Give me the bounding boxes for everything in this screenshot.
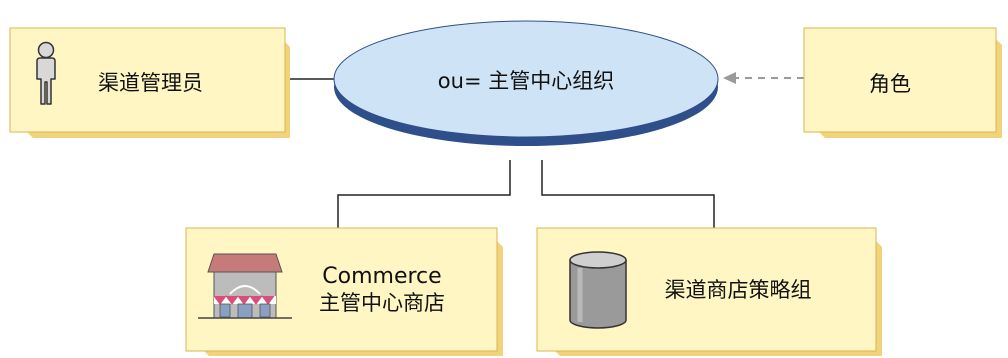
- center-node-label: ou= 主管中心组织: [438, 69, 614, 93]
- role-node: 角色: [803, 27, 1002, 138]
- admin-node: 渠道管理员: [9, 27, 290, 138]
- store-node-label-line2: 主管中心商店: [319, 291, 445, 315]
- person-icon: [36, 41, 56, 105]
- store-connector: [337, 160, 511, 228]
- policy-node-label: 渠道商店策略组: [665, 278, 812, 302]
- policy-connector: [541, 160, 715, 228]
- role-dashed-arrow: [723, 72, 804, 84]
- center-ellipse-node: ou= 主管中心组织: [333, 20, 719, 146]
- store-node-label-line1: Commerce: [322, 264, 441, 289]
- policy-node: 渠道商店策略组: [536, 227, 882, 356]
- storefront-icon: [198, 253, 292, 319]
- admin-node-label: 渠道管理员: [98, 71, 203, 95]
- connectors: [285, 78, 715, 228]
- role-node-label: 角色: [869, 72, 911, 96]
- database-cylinder-icon: [569, 251, 627, 329]
- store-node: Commerce 主管中心商店: [185, 227, 503, 356]
